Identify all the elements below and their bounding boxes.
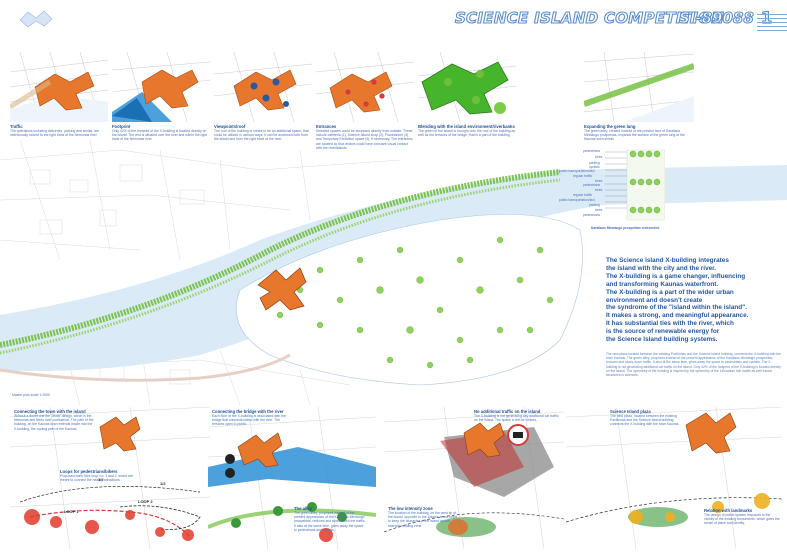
statement-subtext: The new plaza located between the existi… (606, 352, 781, 378)
bottom-caption-connecting-town: Connecting the town with the island With… (14, 409, 94, 431)
project-statement: The Science island X-building integrates… (606, 257, 749, 344)
city-blocks (0, 140, 401, 405)
bottom-caption-landmarks: Relation with landmarks The design of pu… (704, 508, 780, 526)
x-building (257, 267, 307, 311)
top-caption-entrances: Entrances Selected spaces could be acces… (316, 124, 413, 150)
top-caption-blending: Blending with the island environment/riv… (418, 124, 516, 138)
bottom-panel-traffic-image (384, 407, 564, 549)
bottom-caption-alley: The alley The green alley, proposed inst… (294, 506, 366, 532)
entry-code: SI-89088 (678, 8, 754, 27)
top-caption-green-lung: Expanding the green lung The green alley… (584, 124, 685, 142)
page-title: SCIENCE ISLAND COMPETITION (454, 8, 725, 27)
top-panel-entrances-image (316, 52, 414, 122)
site-plan (0, 140, 787, 405)
top-panel-viewpoints-image (214, 52, 312, 122)
bottom-caption-bridge: Connecting the bridge with the river Eac… (212, 409, 286, 427)
top-caption-traffic: Traffic The operations including deliver… (10, 124, 100, 138)
scale-label: Master plan scale 1:2000 (12, 393, 50, 397)
bottom-caption-low-intensity: The low intensity zone The location of t… (388, 506, 458, 528)
bottom-caption-loops: Loops for pedestrians/bikers Proposed ma… (60, 469, 133, 483)
header-stripes (757, 14, 787, 34)
street-section-legend: pedestrians trees parking cyclists publi… (555, 140, 665, 240)
logo-icon (19, 10, 53, 28)
bottom-panel-bridge-image (208, 407, 376, 549)
top-panel-blending-image (418, 52, 516, 122)
bottom-caption-no-traffic: No additional traffic on the island The … (474, 409, 559, 423)
bottom-caption-plaza: Science Island plaza The new plaza, loca… (610, 409, 680, 427)
top-panel-traffic-image (10, 52, 108, 122)
top-panel-green-lung-image (584, 52, 694, 122)
header: SCIENCE ISLAND COMPETITION SI-89088 1 (0, 0, 787, 36)
bottom-panel-loops-image: LOOP 1 LOOP 2 1/2 1/2 (10, 407, 210, 549)
top-panel-footprint-image (112, 52, 210, 122)
top-caption-footprint: Footprint Only 42% of the footprint of t… (112, 124, 208, 142)
top-caption-viewpoints: Viewpoints/roof The roof of the building… (214, 124, 309, 142)
island-trees (276, 236, 554, 369)
bottom-panel-plaza-image (566, 407, 782, 549)
